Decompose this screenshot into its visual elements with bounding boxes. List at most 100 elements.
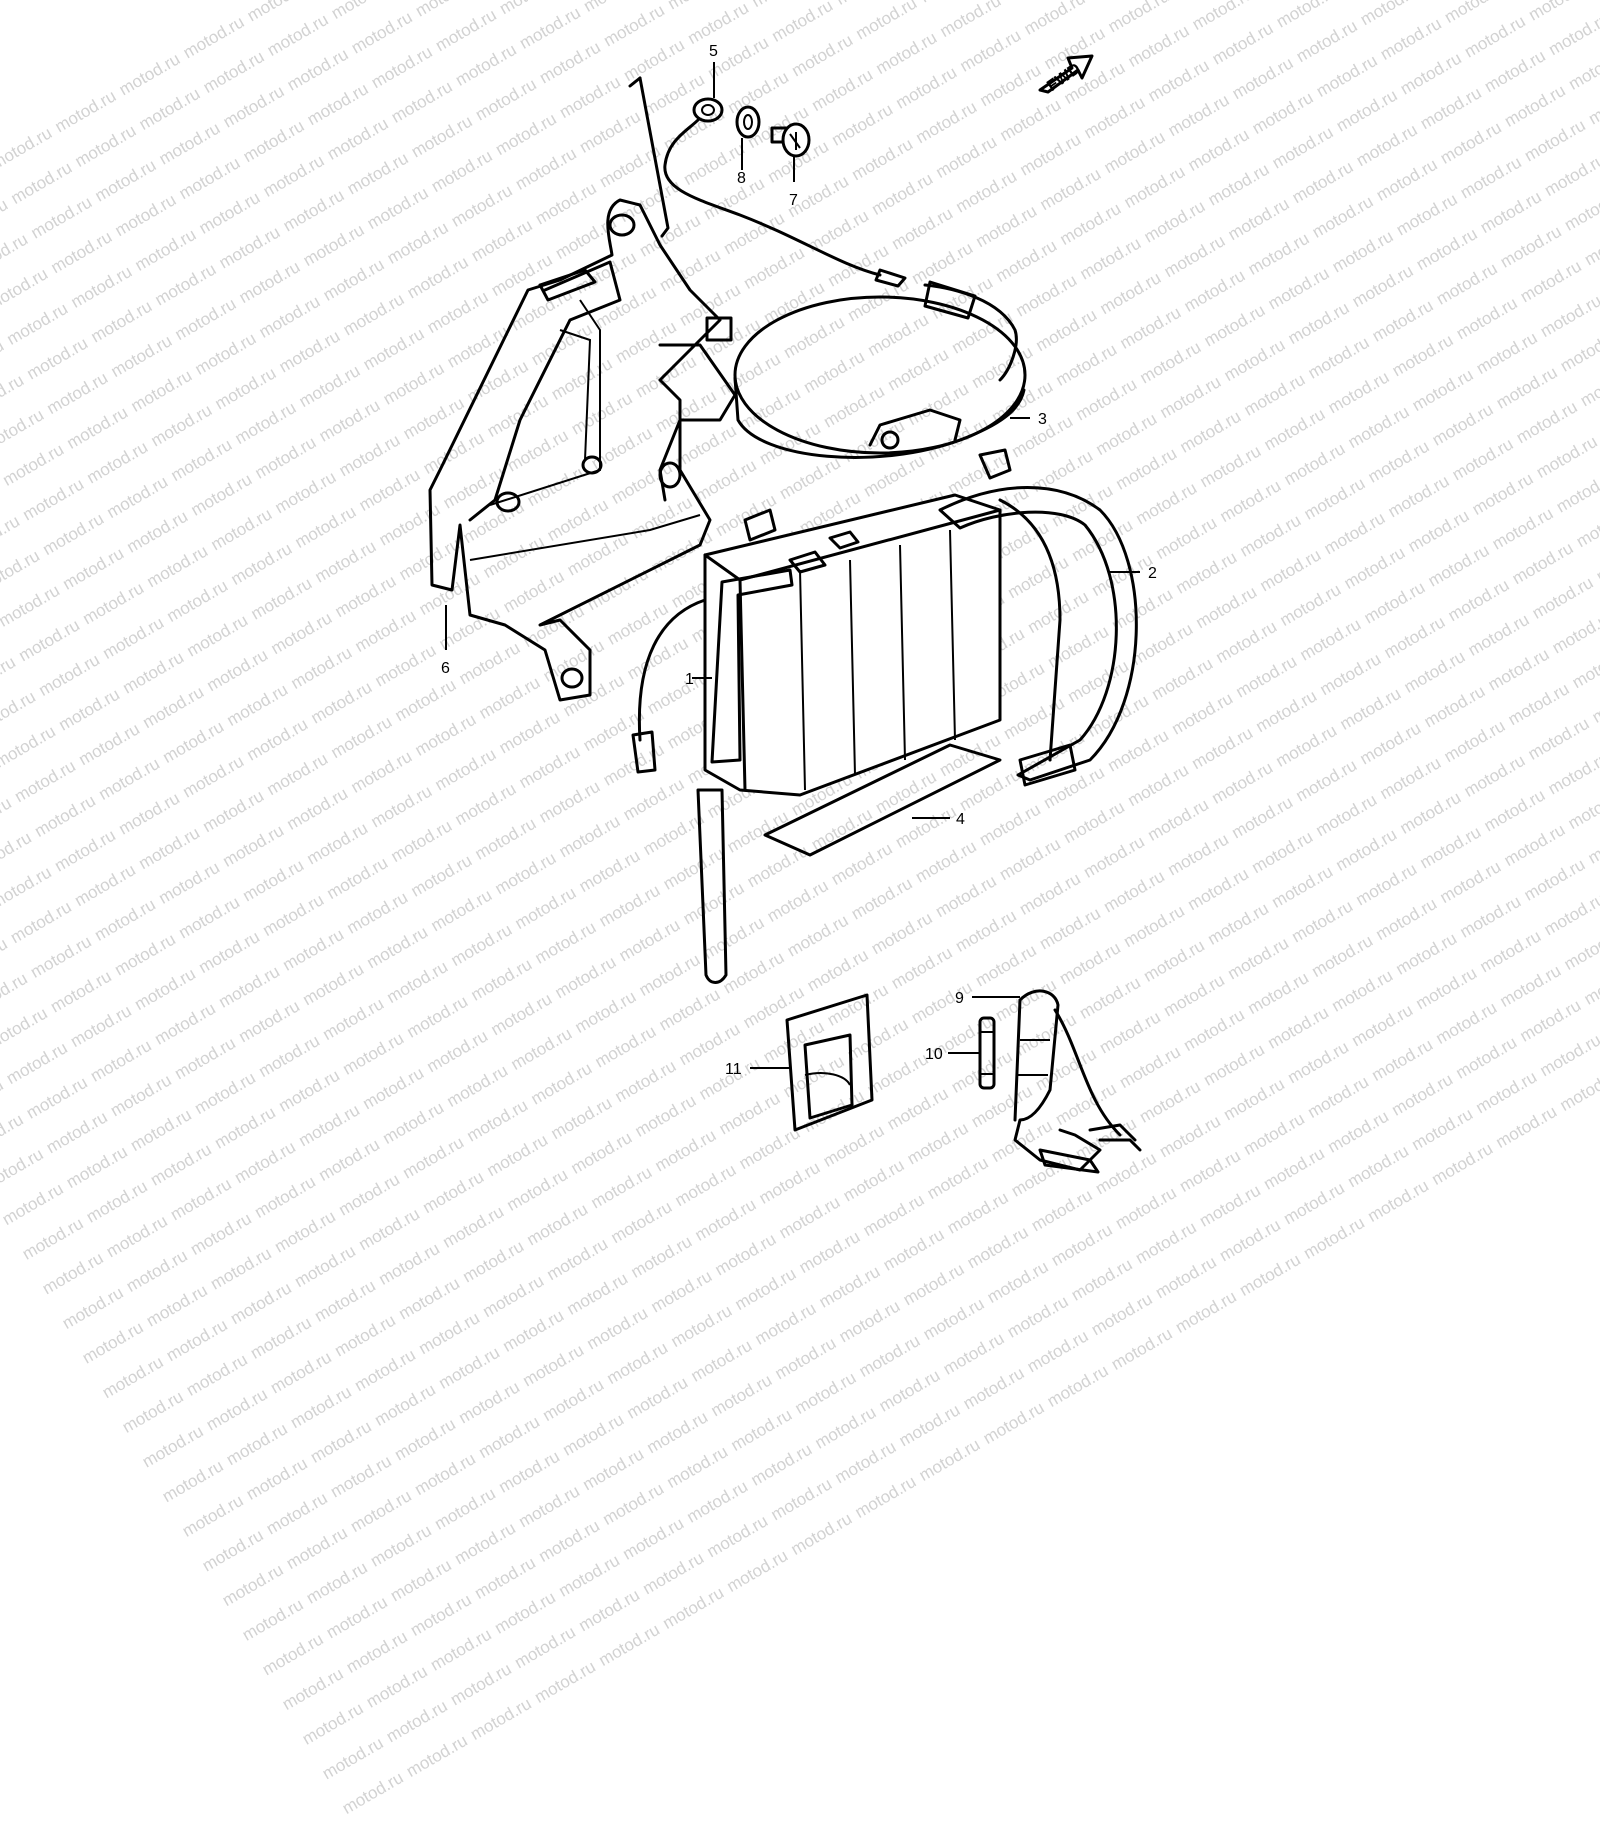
watermark-text: motod.ru [486, 1576, 570, 1648]
bolt-icon [772, 124, 809, 156]
clip-icon [787, 995, 872, 1130]
battery-icon [705, 450, 1010, 795]
holder-ring-icon [735, 282, 1025, 457]
watermark-text: motod.ru [570, 1573, 654, 1645]
watermark-text: motod.ru [747, 1287, 831, 1359]
watermark-text: motod.ru [590, 1608, 674, 1680]
watermark-text: motod.ru [262, 1335, 346, 1407]
watermark-text: motod.ru [182, 1197, 266, 1269]
callout-3: 3 [1038, 411, 1047, 428]
watermark-text: motod.ru [827, 1425, 911, 1497]
watermark-text: motod.ru [410, 1296, 494, 1368]
watermark-text: motod.ru [174, 1479, 258, 1551]
watermark-text: motod.ru [402, 1578, 486, 1650]
watermark-text: motod.ru [398, 1719, 482, 1791]
watermark-text: motod.ru [154, 1444, 238, 1516]
watermark-text: motod.ru [222, 1266, 306, 1338]
watermark-text: motod.ru [178, 1338, 262, 1410]
watermark-text: motod.ru [202, 1231, 286, 1303]
watermark-text: motod.ru [318, 1580, 402, 1652]
watermark-text: motod.ru [218, 1407, 302, 1479]
watermark-text: motod.ru [138, 1268, 222, 1340]
watermark-text: motod.ru [578, 1291, 662, 1363]
watermark-text: motod.ru [875, 1213, 959, 1285]
exploded-parts-diagram: FWD [0, 0, 1600, 1200]
watermark-text: motod.ru [791, 1215, 875, 1287]
watermark-text: motod.ru [258, 1476, 342, 1548]
watermark-text: motod.ru [891, 1388, 975, 1460]
watermark-text: motod.ru [362, 1509, 446, 1581]
watermark-text: motod.ru [158, 1303, 242, 1375]
watermark-text: motod.ru [370, 1227, 454, 1299]
watermark-text: motod.ru [707, 1217, 791, 1289]
watermark-text: motod.ru [698, 1499, 782, 1571]
watermark-text: motod.ru [959, 1210, 1043, 1282]
watermark-text: motod.ru [350, 1192, 434, 1264]
watermark-text: motod.ru [326, 1298, 410, 1370]
watermark-text: motod.ru [634, 1536, 718, 1608]
watermark-text: motod.ru [831, 1284, 915, 1356]
washer-icon [737, 107, 759, 137]
watermark-text: motod.ru [406, 1437, 490, 1509]
watermark-text: motod.ru [234, 1583, 318, 1655]
watermark-text: motod.ru [618, 1361, 702, 1433]
watermark-text: motod.ru [743, 1428, 827, 1500]
watermark-text: motod.ru [378, 1684, 462, 1756]
watermark-text: motod.ru [134, 1409, 218, 1481]
watermark-text: motod.ru [510, 1469, 594, 1541]
watermark-text: motod.ru [358, 1650, 442, 1722]
watermark-text: motod.ru [975, 1386, 1059, 1458]
watermark-text: motod.ru [1063, 1243, 1147, 1315]
watermark-text: motod.ru [442, 1647, 526, 1719]
callout-9: 9 [955, 990, 964, 1007]
watermark-text: motod.ru [450, 1365, 534, 1437]
watermark-text: motod.ru [558, 1257, 642, 1329]
ground-cable-icon [630, 78, 905, 286]
callout-6: 6 [441, 660, 450, 677]
watermark-text: motod.ru [470, 1400, 554, 1472]
watermark-text: motod.ru [550, 1539, 634, 1611]
watermark-text: motod.ru [895, 1247, 979, 1319]
watermark-text: motod.ru [638, 1395, 722, 1467]
watermark-text: motod.ru [366, 1368, 450, 1440]
watermark-text: motod.ru [979, 1245, 1063, 1317]
watermark-text: motod.ru [727, 1252, 811, 1324]
watermark-text: motod.ru [118, 1234, 202, 1306]
watermark-text: motod.ru [390, 1261, 474, 1333]
watermark-text: motod.ru [1083, 1277, 1167, 1349]
watermark-text: motod.ru [430, 1331, 514, 1403]
watermark-text: motod.ru [915, 1282, 999, 1354]
watermark-text: motod.ru [426, 1472, 510, 1544]
watermark-text: motod.ru [446, 1506, 530, 1578]
watermark-text: motod.ru [74, 1305, 158, 1377]
callout-8: 8 [737, 170, 746, 187]
watermark-text: motod.ru [999, 1280, 1083, 1352]
watermark-text: motod.ru [1167, 1275, 1251, 1347]
watermark-text: motod.ru [194, 1513, 278, 1585]
watermark-text: motod.ru [14, 1202, 98, 1274]
watermark-text: motod.ru [266, 1194, 350, 1266]
watermark-text: motod.ru [526, 1645, 610, 1717]
watermark-text: motod.ru [1019, 1314, 1103, 1386]
watermark-text: motod.ru [214, 1548, 298, 1620]
watermark-text: motod.ru [386, 1402, 470, 1474]
battery-bracket-icon [430, 200, 735, 700]
fwd-arrow-icon: FWD [1040, 56, 1092, 95]
watermark-text: motod.ru [594, 1467, 678, 1539]
watermark-text: motod.ru [1147, 1240, 1231, 1312]
watermark-text: motod.ru [338, 1615, 422, 1687]
watermark-text: motod.ru [114, 1375, 198, 1447]
callout-2: 2 [1148, 565, 1157, 582]
watermark-text: motod.ru [703, 1358, 787, 1430]
watermark-text: motod.ru [554, 1398, 638, 1470]
callout-5: 5 [709, 43, 718, 60]
watermark-text: motod.ru [955, 1351, 1039, 1423]
watermark-text: motod.ru [454, 1224, 538, 1296]
watermark-text: motod.ru [466, 1541, 550, 1613]
callout-4: 4 [956, 811, 965, 828]
watermark-text: motod.ru [286, 1229, 370, 1301]
watermark-text: motod.ru [1127, 1206, 1211, 1278]
watermark-text: motod.ru [683, 1324, 767, 1396]
watermark-text: motod.ru [490, 1435, 574, 1507]
